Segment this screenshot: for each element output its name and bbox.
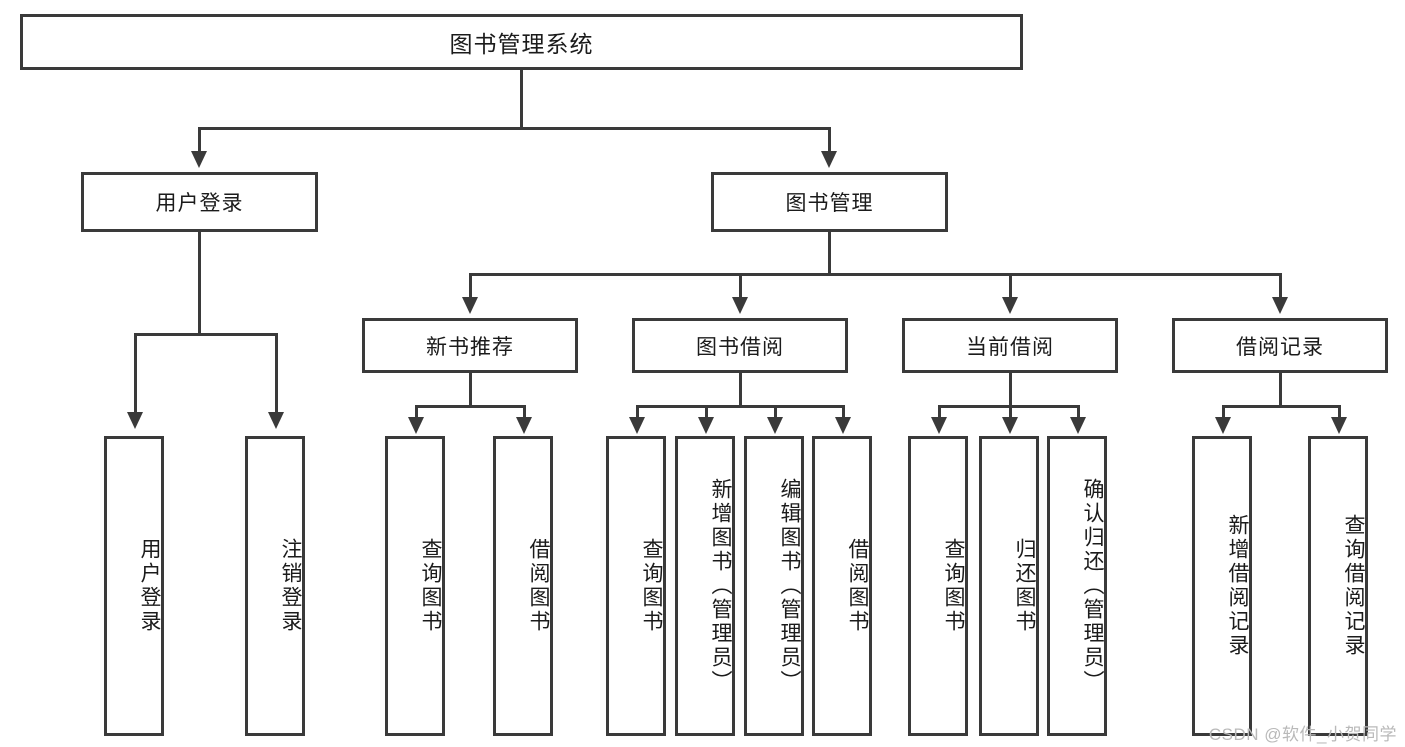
connector-book-borrow-child-3: [774, 405, 777, 418]
arrowhead-leaf-borrow-book-1: [516, 417, 532, 434]
arrowhead-leaf-user-login: [127, 412, 143, 429]
leaf-query-book-current[interactable]: 查询图书: [908, 436, 968, 736]
connector-new-book-bar: [415, 405, 523, 408]
leaf-query-book-borrow[interactable]: 查询图书: [606, 436, 666, 736]
node-label: 查询图书: [419, 538, 442, 634]
connector-root-stem: [520, 70, 523, 128]
arrowhead-leaf-confirm-return: [1070, 417, 1086, 434]
node-label: 新书推荐: [426, 335, 514, 359]
arrowhead-leaf-borrow-book-2: [835, 417, 851, 434]
arrowhead-leaf-add-book: [698, 417, 714, 434]
connector-root-to-book-management: [828, 127, 831, 152]
node-label: 用户登录: [155, 192, 244, 215]
connector-current-borrow-stem: [1009, 373, 1012, 406]
leaf-user-login[interactable]: 用户登录: [104, 436, 164, 736]
node-label: 图书管理: [785, 192, 874, 215]
node-user-login[interactable]: 用户登录: [81, 172, 318, 232]
node-label: 查询图书: [640, 538, 663, 634]
connector-level2-bar: [469, 273, 1280, 276]
node-new-book-recommend[interactable]: 新书推荐: [362, 318, 578, 373]
node-label: 图书借阅: [696, 335, 784, 359]
node-label: 图书管理系统: [449, 31, 594, 57]
connector-user-login-bar: [134, 333, 278, 336]
arrowhead-book-management: [821, 151, 837, 168]
node-book-borrow[interactable]: 图书借阅: [632, 318, 848, 373]
arrowhead-leaf-query-book-2: [629, 417, 645, 434]
connector-book-borrow-child-1: [636, 405, 639, 418]
connector-book-borrow-bar: [636, 405, 845, 408]
node-label: 确认归还（管理员）: [1081, 478, 1104, 694]
connector-current-borrow-child-3: [1077, 405, 1080, 418]
node-label: 用户登录: [138, 538, 161, 634]
arrowhead-leaf-query-record: [1331, 417, 1347, 434]
node-book-management[interactable]: 图书管理: [711, 172, 948, 232]
leaf-borrow-book-recommend[interactable]: 借阅图书: [493, 436, 553, 736]
connector-user-login-child-1: [134, 333, 137, 413]
node-label: 借阅图书: [846, 538, 869, 634]
node-current-borrow[interactable]: 当前借阅: [902, 318, 1118, 373]
arrowhead-current-borrow: [1002, 297, 1018, 314]
connector-to-current-borrow: [1009, 273, 1012, 298]
csdn-watermark: CSDN @软件_小贺同学: [1208, 725, 1397, 744]
connector-current-borrow-child-1: [938, 405, 941, 418]
connector-to-new-book: [469, 273, 472, 298]
arrowhead-leaf-edit-book: [767, 417, 783, 434]
connector-book-management-stem: [828, 232, 831, 274]
leaf-query-borrow-record[interactable]: 查询借阅记录: [1308, 436, 1368, 736]
arrowhead-leaf-logout: [268, 412, 284, 429]
leaf-query-book-recommend[interactable]: 查询图书: [385, 436, 445, 736]
connector-user-login-child-2: [275, 333, 278, 413]
connector-borrow-record-bar: [1222, 405, 1338, 408]
connector-borrow-record-child-1: [1222, 405, 1225, 418]
arrowhead-new-book-recommend: [462, 297, 478, 314]
leaf-add-borrow-record[interactable]: 新增借阅记录: [1192, 436, 1252, 736]
connector-root-bar: [198, 127, 830, 130]
node-label: 新增借阅记录: [1226, 514, 1249, 658]
connector-current-borrow-child-2: [1009, 405, 1012, 418]
leaf-confirm-return-admin[interactable]: 确认归还（管理员）: [1047, 436, 1107, 736]
node-label: 借阅记录: [1236, 335, 1324, 359]
node-label: 注销登录: [279, 538, 302, 634]
connector-user-login-stem: [198, 232, 201, 334]
leaf-add-book-admin[interactable]: 新增图书（管理员）: [675, 436, 735, 736]
arrowhead-leaf-return-book: [1002, 417, 1018, 434]
node-borrow-record[interactable]: 借阅记录: [1172, 318, 1388, 373]
node-label: 借阅图书: [527, 538, 550, 634]
connector-to-borrow-record: [1279, 273, 1282, 298]
node-root-book-management-system[interactable]: 图书管理系统: [20, 14, 1023, 70]
arrowhead-borrow-record: [1272, 297, 1288, 314]
node-label: 归还图书: [1013, 538, 1036, 634]
node-label: 编辑图书（管理员）: [778, 478, 801, 694]
leaf-logout[interactable]: 注销登录: [245, 436, 305, 736]
node-label: 查询借阅记录: [1342, 514, 1365, 658]
connector-to-book-borrow: [739, 273, 742, 298]
node-label: 当前借阅: [966, 335, 1054, 359]
node-label: 新增图书（管理员）: [709, 478, 732, 694]
leaf-edit-book-admin[interactable]: 编辑图书（管理员）: [744, 436, 804, 736]
leaf-borrow-book[interactable]: 借阅图书: [812, 436, 872, 736]
connector-new-book-child-2: [523, 405, 526, 418]
arrowhead-leaf-query-book-3: [931, 417, 947, 434]
node-label: 查询图书: [942, 538, 965, 634]
leaf-return-book[interactable]: 归还图书: [979, 436, 1039, 736]
connector-new-book-child-1: [415, 405, 418, 418]
connector-borrow-record-child-2: [1338, 405, 1341, 418]
arrowhead-book-borrow: [732, 297, 748, 314]
arrowhead-leaf-add-record: [1215, 417, 1231, 434]
connector-book-borrow-child-2: [705, 405, 708, 418]
arrowhead-user-login: [191, 151, 207, 168]
connector-book-borrow-stem: [739, 373, 742, 406]
connector-root-to-user-login: [198, 127, 201, 152]
connector-book-borrow-child-4: [842, 405, 845, 418]
connector-borrow-record-stem: [1279, 373, 1282, 406]
arrowhead-leaf-query-book-1: [408, 417, 424, 434]
connector-new-book-stem: [469, 373, 472, 406]
